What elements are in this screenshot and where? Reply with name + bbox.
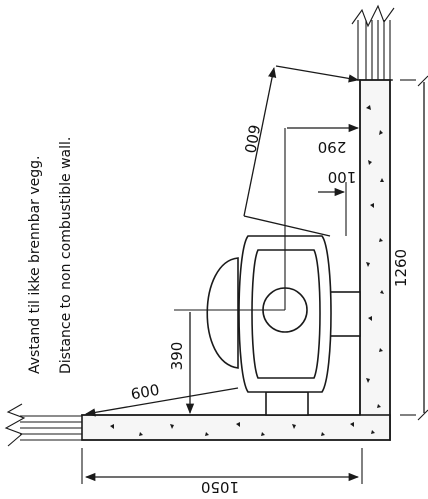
note-english: Distance to non combustible wall. (58, 137, 74, 374)
right-wall (351, 4, 395, 439)
dimension-290-label: 290 (318, 138, 347, 156)
note-norwegian: Avstand til ikke brennbar vegg. (27, 156, 43, 375)
concrete-texture (110, 105, 384, 436)
floor (4, 79, 391, 447)
dimension-290: 290 (287, 123, 360, 156)
dimension-1260-label: 1260 (392, 249, 410, 287)
stove (206, 235, 361, 416)
dimension-600-upper: 600 (241, 65, 360, 237)
dimension-600-lower-label: 600 (129, 381, 160, 404)
dimension-1050: 1050 (81, 448, 363, 496)
dimension-1260: 1260 (392, 75, 428, 421)
dimension-600-upper-label: 600 (241, 123, 264, 154)
dimension-1050-label: 1050 (201, 478, 239, 496)
dimension-600-lower: 600 (84, 381, 239, 417)
dimension-100-label: 100 (328, 168, 357, 186)
dimension-100: 100 (318, 168, 356, 236)
center-lines (174, 128, 286, 311)
dimension-390-label: 390 (168, 342, 186, 371)
distance-notes: Avstand til ikke brennbar vegg. Distance… (27, 137, 74, 374)
